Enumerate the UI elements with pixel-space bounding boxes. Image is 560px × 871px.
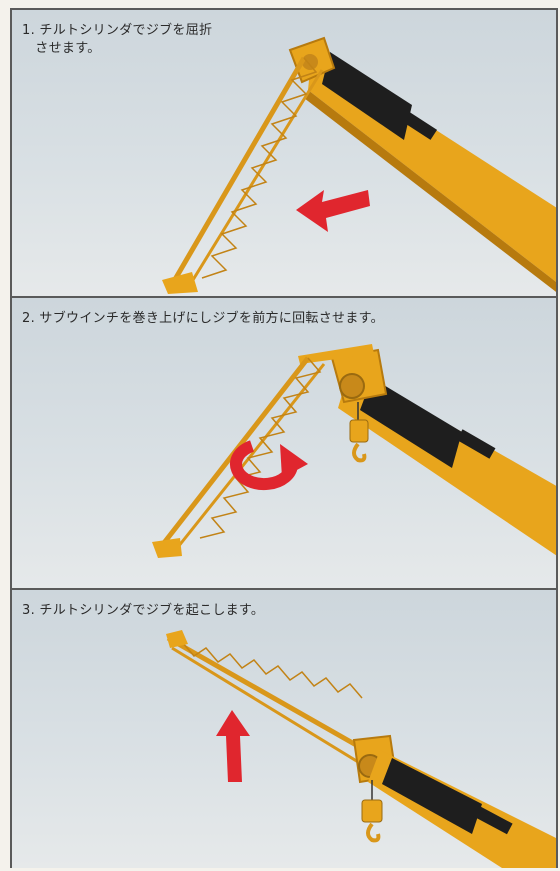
jib-tip (166, 630, 188, 648)
lattice-jib (166, 635, 374, 770)
straight-left-arrow (296, 190, 370, 232)
step-3-caption: 3. チルトシリンダでジブを起こします。 (22, 603, 265, 618)
step-1-caption: 1. チルトシリンダでジブを屈折 させます。 (22, 23, 213, 56)
brand-decal (456, 429, 496, 459)
jib-tip (162, 272, 198, 294)
straight-up-arrow (216, 710, 250, 782)
step-3-illustration (166, 630, 556, 868)
step-2-illustration (152, 344, 556, 558)
crane-boom (368, 750, 556, 868)
boom-head (330, 348, 388, 404)
crane-boom (304, 50, 556, 292)
circular-rotate-arrow (230, 440, 308, 491)
crane-boom (338, 368, 556, 556)
step-1-panel: 1. チルトシリンダでジブを屈折 させます。 (12, 10, 556, 296)
hook-block (361, 780, 383, 843)
brand-decal (473, 805, 513, 835)
jib-tip (152, 538, 182, 558)
step-1-illustration (162, 36, 556, 294)
brand-decal (396, 108, 438, 140)
jib-link (298, 344, 374, 364)
step-2-panel: 2. サブウインチを巻き上げにしジブを前方に回転させます。 (12, 296, 556, 590)
step-2-caption: 2. サブウインチを巻き上げにしジブを前方に回転させます。 (22, 311, 384, 326)
step-3-panel: 3. チルトシリンダでジブを起こします。 (12, 588, 556, 868)
lattice-jib (167, 56, 324, 290)
instruction-sheet: 1. チルトシリンダでジブを屈折 させます。 (10, 8, 558, 868)
hook-block (349, 402, 369, 463)
